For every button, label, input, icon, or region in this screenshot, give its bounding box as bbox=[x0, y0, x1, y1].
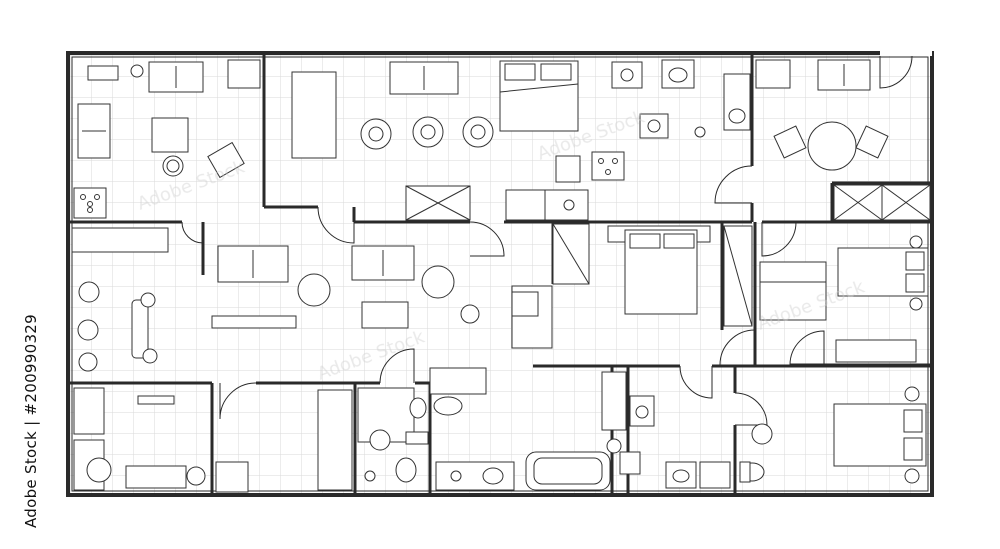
toilet-south bbox=[409, 397, 427, 419]
furniture bbox=[71, 59, 931, 493]
window-unit bbox=[87, 65, 119, 81]
round-table bbox=[807, 121, 857, 171]
stock-id-label: Adobe Stock | #200990329 bbox=[22, 314, 40, 528]
coffee-table-lobby bbox=[361, 301, 409, 329]
long-table bbox=[291, 71, 337, 159]
basin-west bbox=[77, 319, 99, 341]
clothes-rack bbox=[835, 339, 917, 363]
wall-cabinet bbox=[71, 227, 169, 253]
plant-icon bbox=[460, 304, 480, 324]
lounge-chair bbox=[207, 141, 245, 179]
coffee-table bbox=[151, 117, 189, 153]
armchair bbox=[297, 273, 331, 307]
sofa-east bbox=[759, 261, 827, 321]
lamp-icon bbox=[130, 64, 144, 78]
hanging-rail bbox=[317, 389, 353, 491]
reclining-bed bbox=[131, 299, 149, 359]
tv-console bbox=[211, 315, 297, 329]
toilet-west bbox=[78, 281, 100, 303]
door-swings bbox=[181, 165, 825, 426]
stove bbox=[591, 151, 625, 181]
interior-walls bbox=[68, 55, 932, 495]
